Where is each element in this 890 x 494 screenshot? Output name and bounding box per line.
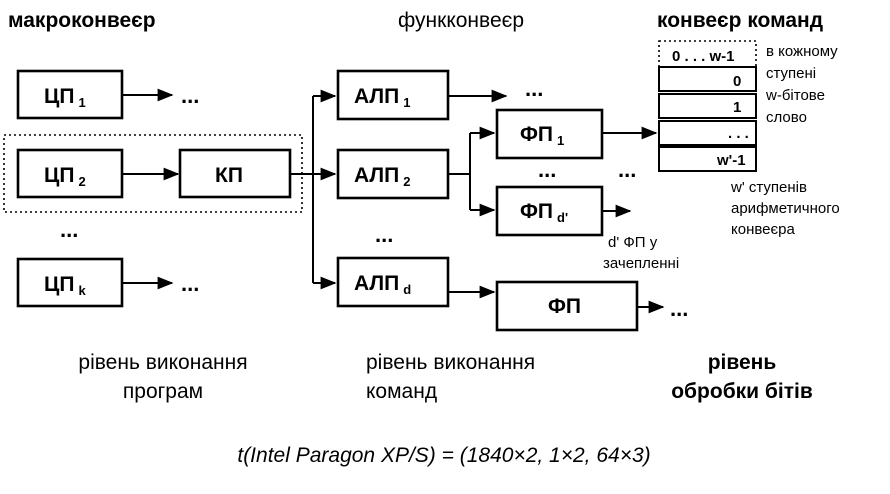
- ellipsis-fp: ...: [538, 157, 556, 182]
- chained-fp-note-line1: d' ФП у: [608, 234, 658, 251]
- fp-box: ФП: [495, 280, 639, 332]
- ellipsis-fp-right: ...: [618, 157, 636, 182]
- svg-text:обробки бітів: обробки бітів: [671, 380, 813, 403]
- ellipsis-cpu1: ...: [181, 83, 199, 108]
- svg-text:рівень: рівень: [708, 351, 777, 374]
- pipeline-cell-word: 0 . . . w-1: [672, 48, 735, 65]
- ellipsis-cpu-middle: ...: [60, 217, 78, 242]
- svg-text:ЦП2: ЦП2: [44, 164, 86, 189]
- classification-formula: t(Intel Paragon XP/S) = (1840×2, 1×2, 64…: [237, 444, 650, 467]
- svg-text:рівень виконання: рівень виконання: [78, 351, 247, 374]
- pipeline-cell-stage-0: 0: [733, 73, 741, 90]
- svg-text:в кожному: в кожному: [766, 43, 838, 60]
- svg-text:w-бітове: w-бітове: [765, 87, 825, 104]
- svg-text:арифметичного: арифметичного: [731, 200, 840, 217]
- header-function-pipeline: функконвеєр: [398, 9, 524, 32]
- pipeline-cell-last-stage: w'-1: [716, 152, 746, 169]
- svg-text:ступені: ступені: [766, 65, 816, 82]
- level-commands-caption: рівень виконання команд: [366, 351, 535, 403]
- ellipsis-cpuk: ...: [181, 271, 199, 296]
- control-processor-box: КП: [178, 148, 292, 199]
- svg-text:ФП: ФП: [548, 295, 581, 318]
- command-pipeline-stack: 0 . . . w-1 0 1 . . . w'-1: [658, 40, 757, 172]
- alu2-to-fp-connectors: [448, 126, 496, 217]
- pipeline-cell-stage-1: 1: [733, 99, 741, 116]
- svg-text:ЦПk: ЦПk: [44, 273, 86, 298]
- svg-text:конвеєра: конвеєра: [731, 221, 795, 238]
- svg-text:команд: команд: [366, 380, 437, 403]
- header-macro-pipeline: макроконвеєр: [8, 9, 156, 32]
- svg-text:рівень виконання: рівень виконання: [366, 351, 535, 374]
- ellipsis-alu: ...: [375, 222, 393, 247]
- svg-text:ФПd': ФПd': [520, 200, 568, 225]
- header-command-pipeline: конвеєр команд: [657, 9, 823, 32]
- svg-text:w' ступенів: w' ступенів: [730, 179, 807, 196]
- svg-text:програм: програм: [123, 380, 203, 403]
- ellipsis-alu1-output: ...: [525, 76, 543, 101]
- level-bits-caption: рівень обробки бітів: [671, 351, 813, 403]
- svg-text:ЦП1: ЦП1: [44, 85, 86, 110]
- ellipsis-fp-output: ...: [670, 296, 688, 321]
- svg-text:ФП1: ФП1: [520, 123, 564, 148]
- kp-to-alu-connectors: [290, 89, 337, 290]
- level-programs-caption: рівень виконання програм: [78, 351, 247, 403]
- pipeline-stages-note: w' ступенів арифметичного конвеєра: [730, 179, 840, 238]
- pipeline-word-note: в кожному ступені w-бітове слово: [765, 43, 838, 126]
- pipeline-cell-ellipsis: . . .: [728, 125, 749, 142]
- svg-text:КП: КП: [215, 164, 243, 187]
- chained-fp-note-line2: зачепленні: [603, 255, 679, 272]
- svg-text:слово: слово: [766, 109, 807, 126]
